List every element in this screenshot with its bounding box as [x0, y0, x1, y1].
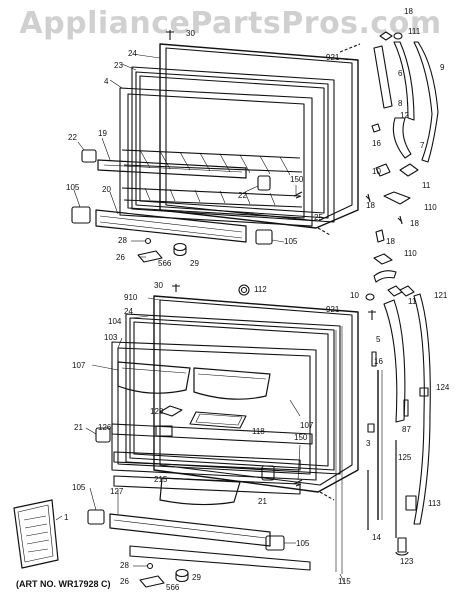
label-20: 20 [102, 185, 111, 194]
label-121: 121 [434, 291, 448, 300]
middle-hinge-parts [172, 253, 415, 320]
label-566-b: 566 [166, 583, 180, 592]
label-150: 150 [290, 175, 304, 184]
label-26-b: 26 [120, 577, 129, 586]
label-123: 123 [400, 557, 414, 566]
label-21: 21 [74, 423, 83, 432]
label-8: 8 [398, 99, 403, 108]
freezer-door [71, 30, 361, 263]
label-910: 910 [124, 293, 138, 302]
label-5: 5 [376, 335, 381, 344]
label-87: 87 [402, 425, 411, 434]
label-125: 125 [398, 453, 412, 462]
label-115: 115 [338, 577, 351, 586]
label-25: 25 [314, 213, 323, 222]
label-29: 29 [190, 259, 199, 268]
label-103: 103 [104, 333, 118, 342]
fresh-food-door [87, 295, 359, 588]
label-24-b: 24 [124, 307, 133, 316]
label-11-b: 11 [408, 297, 417, 306]
label-18: 18 [404, 7, 413, 16]
label-10-b: 10 [350, 291, 359, 300]
label-21-b: 21 [258, 497, 267, 506]
label-14: 14 [372, 533, 381, 542]
label-11: 11 [422, 181, 431, 190]
label-22-right: 22 [238, 191, 247, 200]
label-18-d: 18 [386, 237, 395, 246]
label-921-b: 921 [326, 305, 340, 314]
label-1: 1 [64, 513, 69, 522]
label-10: 10 [372, 167, 381, 176]
label-4: 4 [104, 77, 109, 86]
label-30-b: 30 [154, 281, 163, 290]
label-124: 124 [436, 383, 450, 392]
label-128: 128 [150, 407, 164, 416]
label-921: 921 [326, 53, 340, 62]
label-24: 24 [128, 49, 137, 58]
label-26: 26 [116, 253, 125, 262]
label-28: 28 [118, 236, 127, 245]
label-105-d: 105 [296, 539, 310, 548]
label-127: 127 [110, 487, 124, 496]
owners-manual [13, 499, 59, 569]
label-126: 126 [98, 423, 112, 432]
label-6: 6 [398, 69, 403, 78]
lower-hinge-parts [335, 293, 431, 574]
label-7: 7 [420, 141, 425, 150]
label-22: 22 [68, 133, 77, 142]
label-18-b: 18 [366, 201, 375, 210]
label-107: 107 [72, 361, 86, 370]
label-30: 30 [186, 29, 195, 38]
label-28-b: 28 [120, 561, 129, 570]
label-9: 9 [440, 63, 445, 72]
upper-hinge-parts [365, 31, 439, 243]
label-18-c: 18 [410, 219, 419, 228]
label-113: 113 [428, 499, 441, 508]
label-118: 118 [252, 427, 265, 436]
art-number-caption: (ART NO. WR17928 C) [16, 579, 111, 589]
leader-lines [55, 53, 349, 583]
label-215: 215 [154, 475, 168, 484]
label-112: 112 [254, 285, 267, 294]
label-105-c: 105 [72, 483, 86, 492]
label-12: 12 [400, 111, 409, 120]
label-19: 19 [98, 129, 107, 138]
label-104: 104 [108, 317, 122, 326]
label-566: 566 [158, 259, 172, 268]
watermark: AppliancePartsPros.com [19, 6, 442, 41]
label-150-b: 150 [294, 433, 308, 442]
label-105-b: 105 [284, 237, 298, 246]
label-16: 16 [372, 139, 381, 148]
part-labels: 18 111 30 24 921 23 4 6 9 8 12 7 22 19 1… [64, 7, 450, 592]
label-23: 23 [114, 61, 123, 70]
label-107-b: 107 [300, 421, 314, 430]
label-111: 111 [408, 27, 421, 36]
label-3: 3 [366, 439, 371, 448]
label-110: 110 [424, 203, 437, 212]
label-29-b: 29 [192, 573, 201, 582]
label-105: 105 [66, 183, 80, 192]
label-110-b: 110 [404, 249, 417, 258]
label-16-b: 16 [374, 357, 383, 366]
